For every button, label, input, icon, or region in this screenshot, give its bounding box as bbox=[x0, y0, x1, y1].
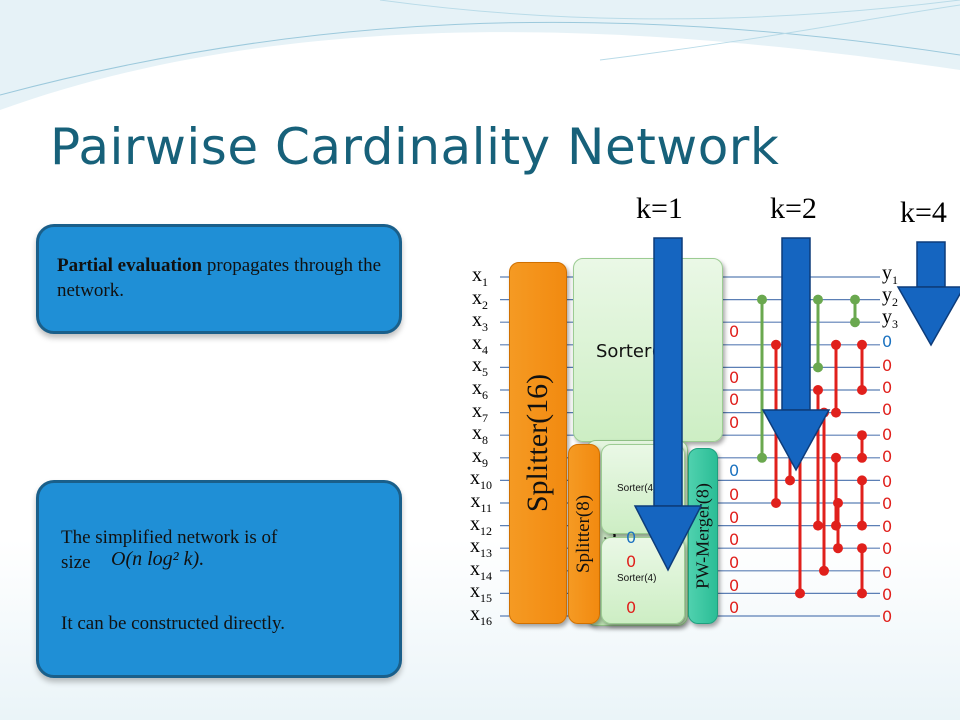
size-line-2: size bbox=[61, 552, 91, 573]
zero-right-13: 0 bbox=[882, 607, 893, 626]
callout-top-text: Partial evaluation propagates through th… bbox=[57, 253, 392, 303]
input-label-1: x1 bbox=[472, 264, 488, 289]
comparator-9 bbox=[857, 339, 867, 395]
zero-mid-7: 0 bbox=[729, 508, 740, 527]
zero-inner-1: 0 bbox=[626, 528, 637, 547]
zero-right-4: 0 bbox=[882, 400, 893, 419]
input-label-3: x3 bbox=[472, 309, 488, 335]
zero-mid-8: 0 bbox=[729, 530, 740, 549]
slide-title: Pairwise Cardinality Network bbox=[50, 118, 780, 176]
input-label-11: x11 bbox=[470, 490, 492, 515]
input-label-12: x12 bbox=[470, 512, 492, 538]
zero-right-3: 0 bbox=[882, 378, 893, 397]
comparator-4 bbox=[850, 294, 860, 328]
comparator-12 bbox=[857, 543, 867, 599]
output-label-1: y1 bbox=[882, 262, 898, 287]
input-label-2: x2 bbox=[472, 286, 488, 312]
zero-mid-3: 0 bbox=[729, 390, 740, 409]
zero-right-6: 0 bbox=[882, 447, 893, 466]
zero-mid-11: 0 bbox=[729, 598, 740, 617]
input-label-5: x5 bbox=[472, 354, 488, 380]
callout-partial-evaluation: Partial evaluation propagates through th… bbox=[36, 224, 402, 334]
zero-right-9: 0 bbox=[882, 517, 893, 536]
arrow-k2 bbox=[761, 237, 831, 472]
zero-mid-10: 0 bbox=[729, 576, 740, 595]
comparator-3 bbox=[813, 294, 823, 373]
k4-label: k=4 bbox=[900, 196, 947, 229]
zero-right-11: 0 bbox=[882, 563, 893, 582]
splitter-16-block: Splitter(16) bbox=[509, 262, 567, 624]
zero-right-1: 0 bbox=[882, 332, 893, 351]
input-label-14: x14 bbox=[470, 557, 492, 583]
arrow-k1 bbox=[633, 237, 703, 572]
zero-inner-2: 0 bbox=[626, 552, 637, 571]
input-label-8: x8 bbox=[472, 422, 488, 448]
output-label-3: y3 bbox=[882, 306, 898, 331]
comparator-10 bbox=[857, 430, 867, 463]
arrow-k4 bbox=[896, 241, 960, 347]
zero-right-7: 0 bbox=[882, 472, 893, 491]
input-label-13: x13 bbox=[470, 535, 492, 561]
zero-mid-6: 0 bbox=[729, 485, 740, 504]
zero-right-5: 0 bbox=[882, 425, 893, 444]
output-label-2: y2 bbox=[882, 284, 898, 309]
zero-right-10: 0 bbox=[882, 539, 893, 558]
zero-mid-4: 0 bbox=[729, 413, 740, 432]
sorter-4-bottom-label: Sorter(4) bbox=[617, 573, 657, 584]
zero-mid-2: 0 bbox=[729, 368, 740, 387]
zero-inner-3: 0 bbox=[626, 598, 637, 617]
input-label-16: x16 bbox=[470, 603, 492, 628]
size-line-1: The simplified network is of bbox=[61, 527, 278, 548]
sorter-4-top-label: Sorter(4) bbox=[617, 483, 657, 494]
background-swoosh bbox=[0, 0, 960, 110]
zero-right-2: 0 bbox=[882, 356, 893, 375]
comparator-8 bbox=[831, 339, 841, 418]
zero-mid-5: 0 bbox=[729, 461, 740, 480]
comparator-11 bbox=[857, 475, 867, 531]
callout-network-size: The simplified network is of size O(n lo… bbox=[36, 480, 402, 678]
comparator-1 bbox=[757, 294, 767, 463]
direct-construction-line: It can be constructed directly. bbox=[61, 613, 286, 634]
input-label-4: x4 bbox=[472, 331, 488, 357]
pw-merger-8-block: PW-Merger(8) bbox=[688, 448, 718, 624]
zero-right-8: 0 bbox=[882, 494, 893, 513]
input-label-10: x10 bbox=[470, 467, 492, 493]
k1-label: k=1 bbox=[636, 192, 683, 225]
callout-top-rest: propagates through the network. bbox=[57, 255, 382, 301]
comparator-14 bbox=[833, 498, 843, 554]
input-label-15: x15 bbox=[470, 580, 492, 606]
splitter-8-block: Splitter(8) bbox=[568, 444, 600, 624]
size-formula: O(n log² k). bbox=[111, 548, 205, 570]
zero-right-12: 0 bbox=[882, 585, 893, 604]
k2-label: k=2 bbox=[770, 192, 817, 225]
input-label-7: x7 bbox=[472, 399, 488, 425]
callout-top-bold: Partial evaluation bbox=[57, 255, 203, 276]
input-label-9: x9 bbox=[472, 444, 488, 470]
zero-mid-9: 0 bbox=[729, 553, 740, 572]
input-label-6: x6 bbox=[472, 377, 488, 402]
zero-mid-1: 0 bbox=[729, 322, 740, 341]
